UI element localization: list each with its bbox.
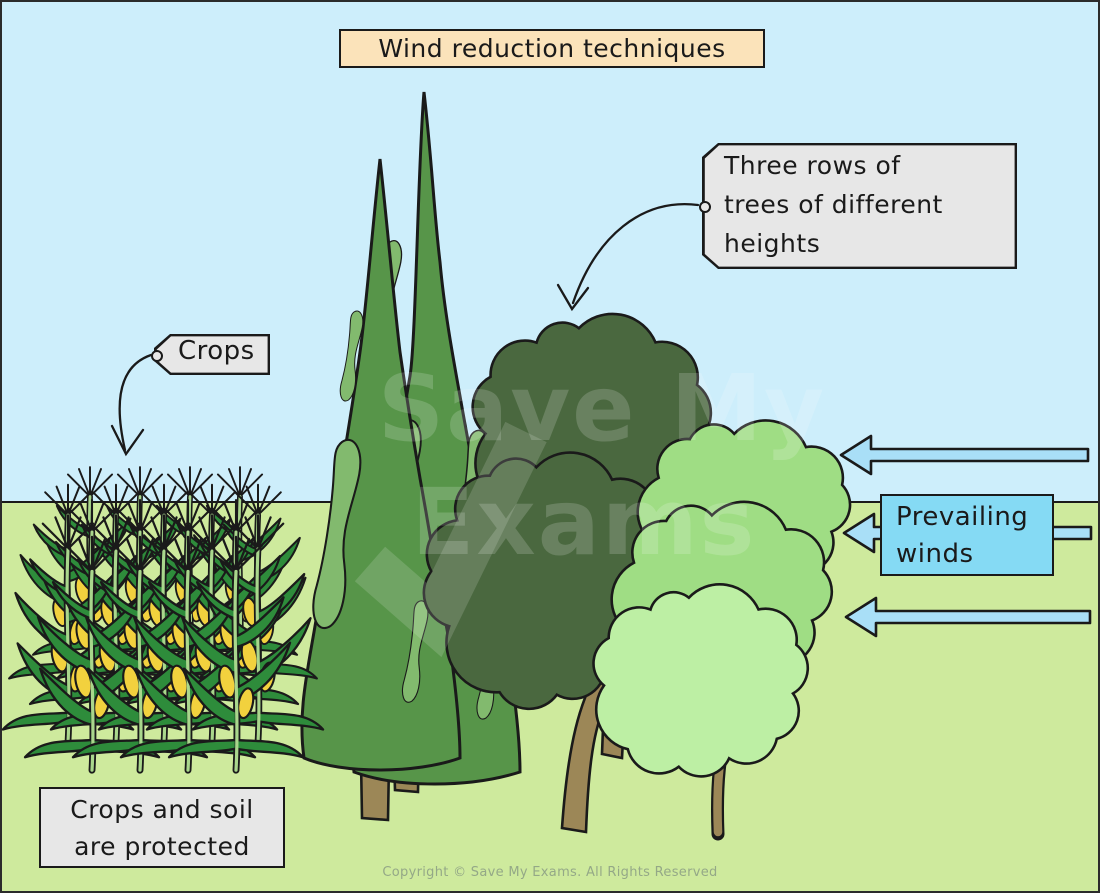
copyright-text: Copyright © Save My Exams. All Rights Re… — [382, 865, 718, 880]
trees-label-tag: Three rows of trees of different heights — [702, 143, 1017, 269]
light-trees — [592, 419, 852, 841]
diagram-title-text: Wind reduction techniques — [378, 34, 726, 63]
crops-tag-hole — [151, 350, 163, 362]
crops-protected-line2: are protected — [74, 832, 250, 861]
crops-label-text: Crops — [178, 336, 255, 366]
wind-arrow-bottom — [844, 596, 1092, 638]
trees-label-line3: heights — [724, 229, 821, 258]
wind-arrows — [839, 434, 1093, 638]
watermark-line1: Save My — [378, 355, 826, 462]
watermark: Save My Exams — [354, 355, 826, 658]
prevailing-winds-line2: winds — [896, 539, 974, 569]
trees-label-arrow — [571, 203, 700, 305]
crops-label-tag: Crops — [154, 334, 270, 375]
label-arrows — [110, 203, 700, 457]
wind-arrow-top — [839, 434, 1090, 476]
watermark-line2: Exams — [412, 469, 757, 576]
diagram-title: Wind reduction techniques — [339, 29, 765, 68]
crops-protected-label: Crops and soil are protected — [39, 787, 285, 868]
prevailing-winds-line1: Prevailing — [896, 502, 1029, 532]
wind-arrow-middle-tail — [1048, 525, 1093, 541]
trees-label-line1: Three rows of — [724, 151, 901, 180]
trees-tag-hole — [699, 201, 711, 213]
prevailing-winds-label: Prevailing winds — [880, 494, 1054, 576]
trees-label-line2: trees of different — [724, 190, 943, 219]
crops-label-arrow — [118, 353, 153, 452]
crops-protected-line1: Crops and soil — [70, 795, 254, 824]
